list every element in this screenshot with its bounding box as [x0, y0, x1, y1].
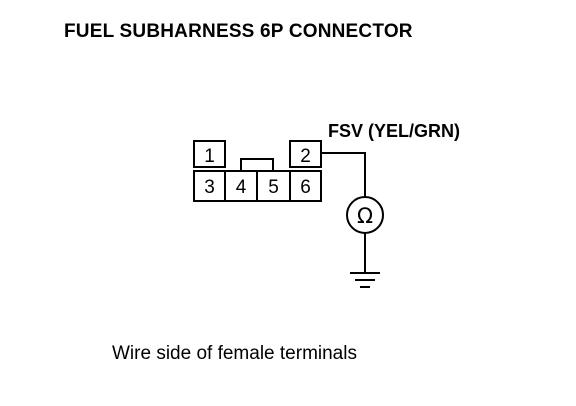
fsv-wire [321, 152, 366, 197]
connector-lock-tab [240, 158, 274, 171]
terminal-3-label: 3 [204, 177, 215, 198]
wire-label: FSV (YEL/GRN) [328, 121, 460, 141]
diagram-title: FUEL SUBHARNESS 6P CONNECTOR [64, 21, 413, 42]
terminal-2-label: 2 [300, 146, 311, 167]
terminal-1-label: 1 [204, 146, 215, 167]
terminal-6-label: 6 [300, 177, 311, 198]
ground-icon [350, 272, 380, 288]
terminal-4-label: 4 [236, 177, 247, 198]
ohm-symbol: Ω [357, 204, 373, 228]
diagram-caption: Wire side of female terminals [112, 343, 357, 364]
terminal-5-label: 5 [268, 177, 279, 198]
terminal-1-cell [193, 140, 226, 168]
